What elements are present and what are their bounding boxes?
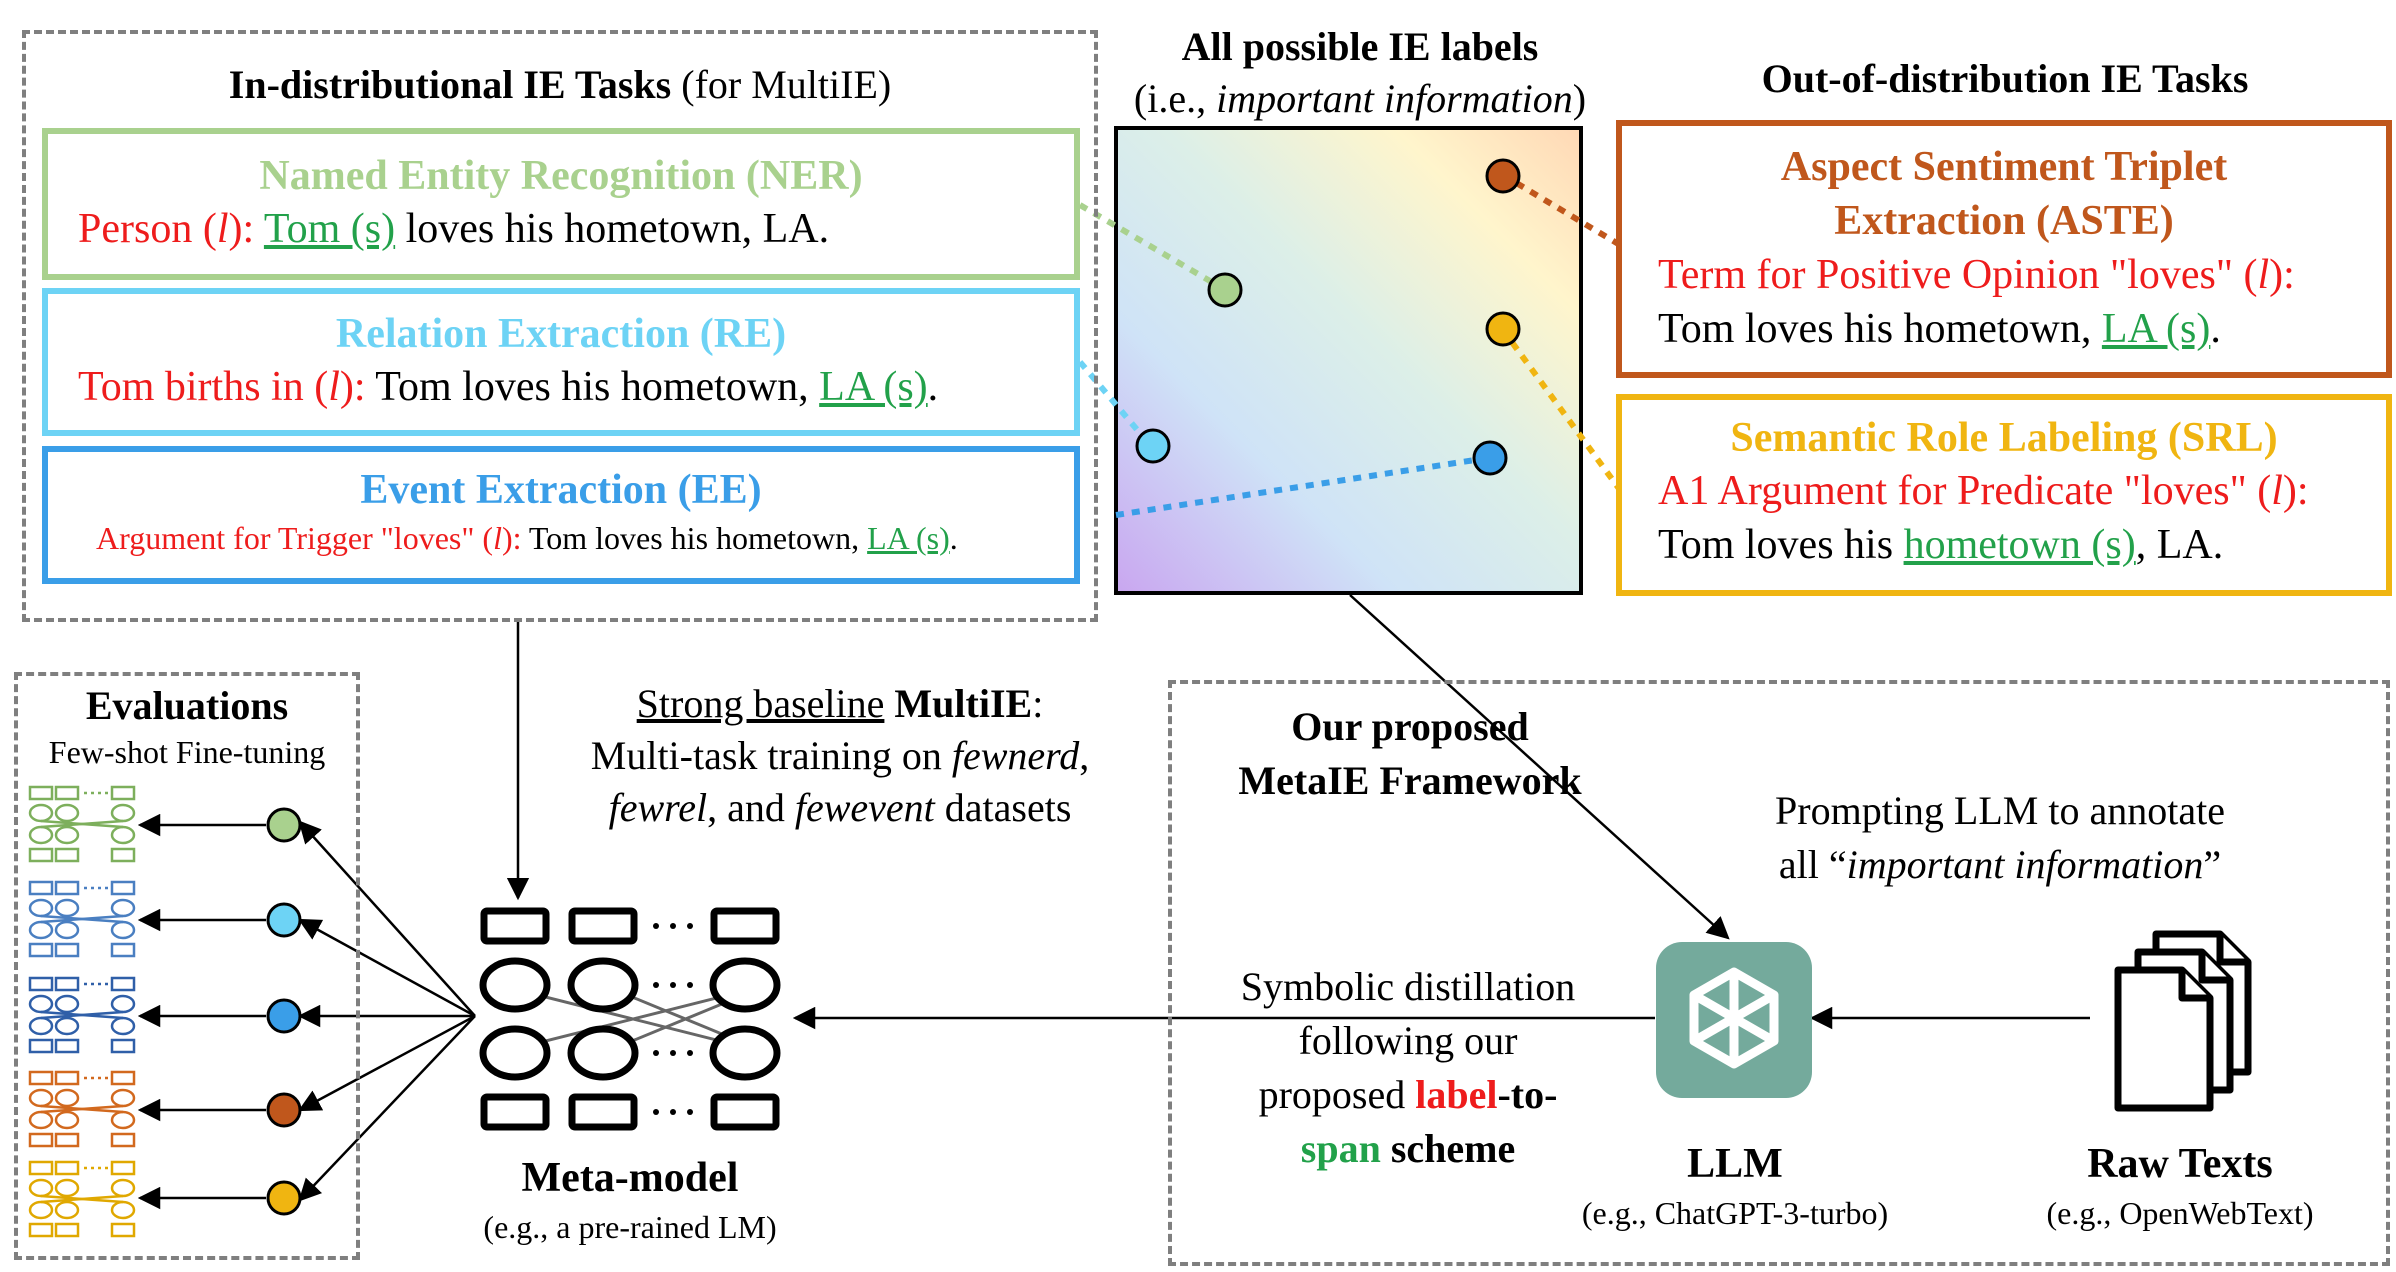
baseline-line-2: Multi-task training on fewnerd, xyxy=(590,733,1090,778)
evaluations-subtitle: Few-shot Fine-tuning xyxy=(48,734,326,770)
fanout-line xyxy=(298,1015,476,1202)
framework-title: Our proposed MetaIE Framework xyxy=(1238,704,1582,803)
re-example: Tom births in (l): Tom loves his hometow… xyxy=(78,364,939,410)
aste-title-2: Extraction (ASTE) xyxy=(1834,198,2174,244)
openai-knot-icon xyxy=(1689,967,1779,1069)
label-space-square xyxy=(1114,126,1583,595)
re-title: Relation Extraction (RE) xyxy=(335,311,787,357)
evaluations-region xyxy=(14,672,360,1260)
ner-example: Person (l): Tom (s) loves his hometown, … xyxy=(78,206,830,252)
eval-dot-aste xyxy=(266,1092,302,1128)
prompting-text: Prompting LLM to annotate all “important… xyxy=(1775,788,2225,887)
ner-title: Named Entity Recognition (NER) xyxy=(259,153,863,199)
aste-task-box: Aspect Sentiment Triplet Extraction (AST… xyxy=(1616,120,2392,378)
baseline-line-1: Strong baseline MultiIE: xyxy=(636,681,1044,726)
eval-dot-ner xyxy=(266,807,302,843)
baseline-line-3: fewrel, and fewevent datasets xyxy=(608,785,1072,830)
llm-logo xyxy=(1656,942,1812,1098)
re-task-box: Relation Extraction (RE) Tom births in (… xyxy=(42,288,1080,436)
label-space-subtitle: (i.e., important information) xyxy=(1133,76,1587,121)
ood-title: Out-of-distribution IE Tasks xyxy=(1761,56,2249,101)
aste-label-line: Term for Positive Opinion "loves" (l): xyxy=(1658,252,2295,298)
mini-net-srl xyxy=(28,1160,136,1238)
re-label-point xyxy=(1135,428,1171,464)
metaie-framework-region xyxy=(1168,680,2390,1266)
raw-texts-subtitle: (e.g., OpenWebText) xyxy=(2046,1195,2314,1231)
ee-title: Event Extraction (EE) xyxy=(360,467,762,513)
aste-label-point xyxy=(1485,158,1521,194)
meta-model-subtitle: (e.g., a pre-rained LM) xyxy=(483,1209,777,1245)
aste-sentence-line: Tom loves his hometown, LA (s). xyxy=(1658,306,2221,352)
meta-model-network-icon xyxy=(479,907,781,1131)
srl-title: Semantic Role Labeling (SRL) xyxy=(1730,415,2278,461)
distillation-text: Symbolic distillation following our prop… xyxy=(1240,964,1576,1171)
raw-texts-title: Raw Texts xyxy=(2087,1141,2273,1187)
llm-title: LLM xyxy=(1687,1141,1783,1187)
baseline-description: Strong baseline MultiIE: Multi-task trai… xyxy=(530,678,1150,834)
mini-net-ee xyxy=(28,976,136,1054)
in-distribution-region xyxy=(22,30,1098,622)
fanout-line xyxy=(298,820,476,1017)
eval-dot-srl xyxy=(266,1180,302,1216)
ee-label-point xyxy=(1472,440,1508,476)
mini-net-re xyxy=(28,880,136,958)
srl-connector xyxy=(1500,328,1623,492)
evaluations-title: Evaluations xyxy=(85,683,289,728)
in-distribution-title: In-distributional IE Tasks (for MultiIE) xyxy=(228,62,892,107)
aste-connector xyxy=(1501,172,1622,248)
srl-task-box: Semantic Role Labeling (SRL) A1 Argument… xyxy=(1616,394,2392,596)
ee-example: Argument for Trigger "loves" (l): Tom lo… xyxy=(96,520,958,556)
raw-texts-documents-icon xyxy=(2114,930,2252,1112)
eval-dot-ee xyxy=(266,998,302,1034)
srl-label-line: A1 Argument for Predicate "loves" (l): xyxy=(1658,468,2309,514)
ner-connector xyxy=(1078,202,1224,291)
aste-title-1: Aspect Sentiment Triplet xyxy=(1780,144,2228,190)
re-connector xyxy=(1077,360,1153,447)
llm-subtitle: (e.g., ChatGPT-3-turbo) xyxy=(1581,1195,1889,1231)
label-space-to-llm-arrow xyxy=(1349,594,1730,940)
fanout-line xyxy=(298,918,476,1018)
ner-label-point xyxy=(1207,272,1243,308)
label-space-title: All possible IE labels xyxy=(1181,24,1539,69)
ee-task-box: Event Extraction (EE) Argument for Trigg… xyxy=(42,446,1080,584)
fanout-line xyxy=(298,1014,476,1112)
meta-model-title: Meta-model xyxy=(521,1155,739,1201)
mini-net-ner xyxy=(28,785,136,863)
srl-sentence-line: Tom loves his hometown (s), LA. xyxy=(1658,522,2224,568)
mini-net-aste xyxy=(28,1070,136,1148)
eval-dot-re xyxy=(266,902,302,938)
srl-label-point xyxy=(1485,311,1521,347)
ner-task-box: Named Entity Recognition (NER) Person (l… xyxy=(42,128,1080,280)
